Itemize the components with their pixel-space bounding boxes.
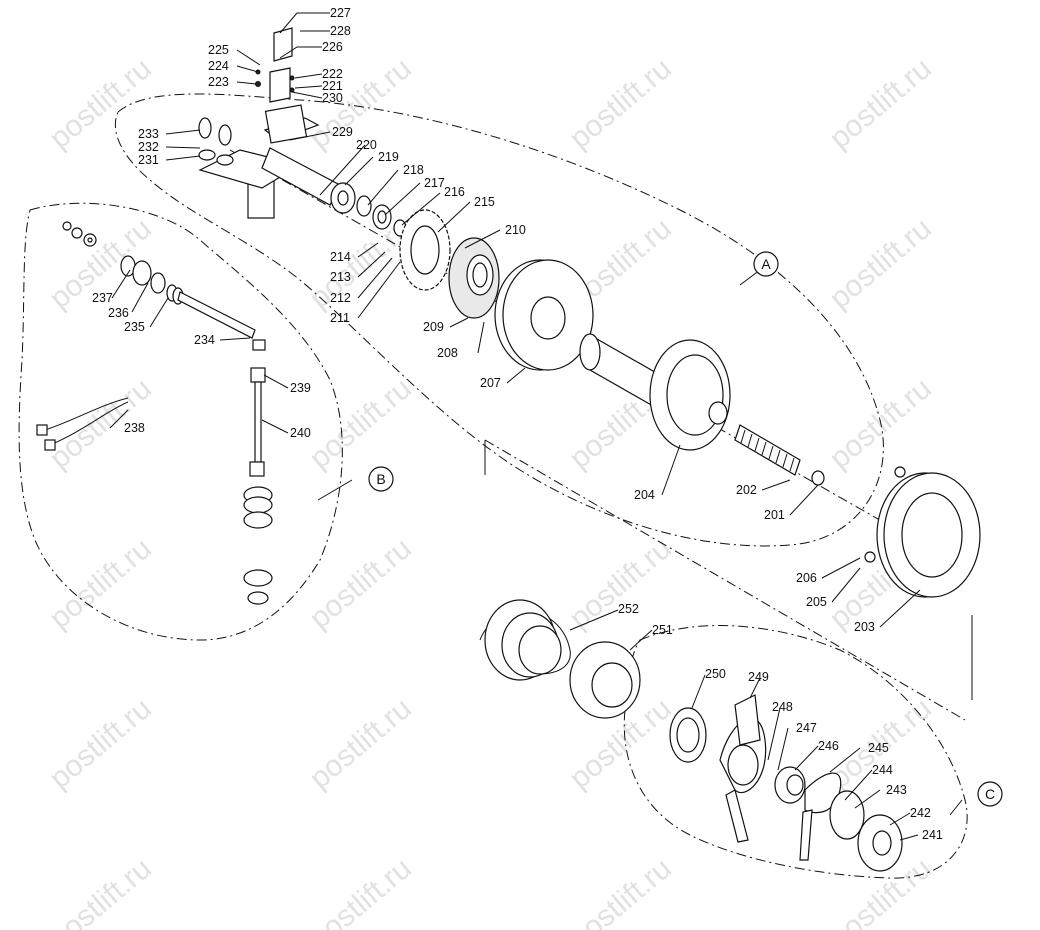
part-number-229: 229 [332,125,353,139]
rod-assembly-b [62,221,273,605]
part-number-210: 210 [505,223,526,237]
part-number-233: 233 [138,127,159,141]
watermark-text: postlift.ru [563,52,677,156]
group-b-callout: B [368,466,394,492]
group-c-label: C [985,786,995,802]
part-number-238: 238 [124,421,145,435]
part-number-241: 241 [922,828,943,842]
part-number-249: 249 [748,670,769,684]
part-number-251: 251 [652,623,673,637]
disc-203 [864,466,981,598]
part-number-218: 218 [403,163,424,177]
part-number-217: 217 [424,176,445,190]
part-number-211: 211 [330,311,350,325]
watermark-text: postlift.ru [823,52,937,156]
part-number-204: 204 [634,488,655,502]
part-number-224: 224 [208,59,229,73]
watermark-layer: postlift.ru postlift.ru postlift.ru postlif… [43,52,937,930]
part-number-244: 244 [872,763,893,777]
encoder-disc [399,209,451,291]
motor-bracket-assembly [198,27,341,219]
part-number-206: 206 [796,571,817,585]
part-number-239: 239 [290,381,311,395]
watermark-text: postlift.ru [563,532,677,636]
quick-nut-assembly-c [479,599,903,872]
watermark-text: postlift.ru [43,852,157,930]
shaft-washers-bearings [330,182,407,237]
part-number-labels: 227 228 226 225 224 223 222 221 230 229 … [92,6,943,842]
watermark-text: postlift.ru [303,852,417,930]
watermark-text: postlift.ru [303,692,417,796]
watermark-text: postlift.ru [303,532,417,636]
part-number-246: 246 [818,739,839,753]
part-number-207: 207 [480,376,501,390]
watermark-text: postlift.ru [563,852,677,930]
part-number-208: 208 [437,346,458,360]
leader-lines [109,12,963,841]
part-number-252: 252 [618,602,639,616]
part-number-216: 216 [444,185,465,199]
part-number-234: 234 [194,333,215,347]
part-number-212: 212 [330,291,351,305]
part-number-243: 243 [886,783,907,797]
group-c-outline [623,625,968,879]
watermark-text: postlift.ru [303,372,417,476]
watermark-text: postlift.ru [823,212,937,316]
part-number-201: 201 [764,508,785,522]
group-c-callout: C [977,781,1003,807]
part-number-203: 203 [854,620,875,634]
part-number-248: 248 [772,700,793,714]
part-number-215: 215 [474,195,495,209]
part-number-225: 225 [208,43,229,57]
part-number-213: 213 [330,270,351,284]
part-number-237: 237 [92,291,113,305]
watermark-text: postlift.ru [43,692,157,796]
part-number-250: 250 [705,667,726,681]
part-number-236: 236 [108,306,129,320]
part-number-227: 227 [330,6,351,20]
group-a-callout: A [753,251,779,277]
cable-harness-238 [36,397,129,451]
group-b-label: B [376,471,385,487]
part-number-220: 220 [356,138,377,152]
group-a-label: A [761,256,771,272]
part-number-222: 222 [322,67,343,81]
part-number-232: 232 [138,140,159,154]
part-number-247: 247 [796,721,817,735]
lower-axis-line [484,439,966,721]
flange-209 [448,237,500,319]
watermark-text: postlift.ru [43,532,157,636]
part-number-223: 223 [208,75,229,89]
shaft-hub-204 [579,333,731,451]
part-number-202: 202 [736,483,757,497]
part-number-230: 230 [322,91,343,105]
part-number-231: 231 [138,153,159,167]
part-number-245: 245 [868,741,889,755]
part-number-205: 205 [806,595,827,609]
part-number-242: 242 [910,806,931,820]
part-number-240: 240 [290,426,311,440]
part-number-214: 214 [330,250,351,264]
group-a-outline [114,93,884,547]
part-number-228: 228 [330,24,351,38]
threaded-shaft-202 [734,424,825,486]
part-number-226: 226 [322,40,343,54]
part-number-209: 209 [423,320,444,334]
group-b-outline [18,202,343,641]
disc-207 [494,259,594,371]
part-number-235: 235 [124,320,145,334]
part-number-221: 221 [322,79,343,93]
part-number-219: 219 [378,150,399,164]
